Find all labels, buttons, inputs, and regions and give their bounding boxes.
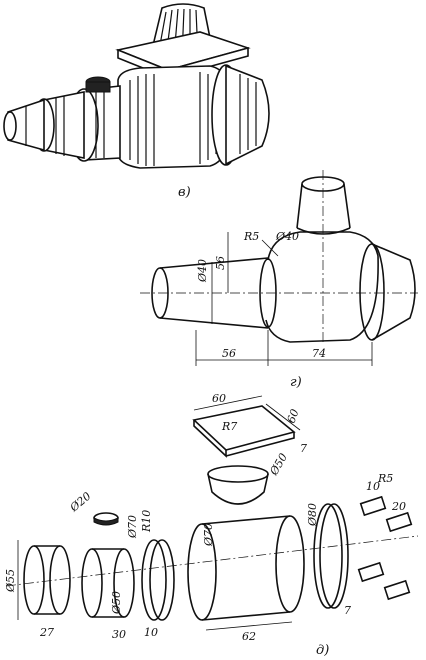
pin-radius: R5: [377, 472, 393, 485]
valve-pictorial-view: в): [3, 3, 270, 200]
dim-d40-left: Ø40: [196, 259, 209, 283]
caption-g: г): [290, 375, 302, 390]
caption-v: в): [178, 185, 191, 200]
dim-l56: 56: [222, 347, 236, 360]
body-diameter: Ø70: [202, 523, 215, 547]
pin-length: 20: [391, 500, 406, 513]
dim-h56: 56: [214, 256, 227, 270]
plate-radius: R7: [221, 420, 237, 433]
valve-exploded-view: 60 60 R7 7 Ø50 Ø20 Ø55 27 Ø50 Ø70 30 R10…: [4, 392, 419, 658]
dim-l74: 74: [312, 347, 326, 360]
flange-thickness: 7: [344, 604, 351, 617]
plate-width: 60: [212, 392, 226, 405]
cyl55-diameter: Ø55: [4, 569, 17, 593]
cap-top-diameter: Ø50: [267, 451, 290, 478]
flange-diameter: Ø80: [306, 503, 319, 527]
dim-r5: R5: [243, 230, 259, 243]
cyl50-diameter: Ø50: [110, 591, 123, 615]
plate-depth: 60: [285, 407, 302, 425]
cyl50-length: 30: [112, 628, 126, 641]
cyl50-inner: Ø70: [126, 515, 139, 539]
pins: [357, 495, 413, 601]
cyl55-length: 27: [39, 626, 54, 639]
valve-dimensioned-view: Ø40 56 R5 Ø40 56 74 г): [140, 170, 418, 390]
small-cyl-diameter: Ø20: [67, 490, 94, 515]
body-length: 62: [242, 630, 256, 643]
disk-radius: R10: [140, 510, 153, 533]
disk-length: 10: [144, 626, 158, 639]
plate-thickness: 7: [300, 442, 307, 455]
dim-d40-top: Ø40: [275, 230, 299, 243]
pin-thickness: 10: [366, 480, 380, 493]
caption-d: д): [316, 643, 329, 658]
